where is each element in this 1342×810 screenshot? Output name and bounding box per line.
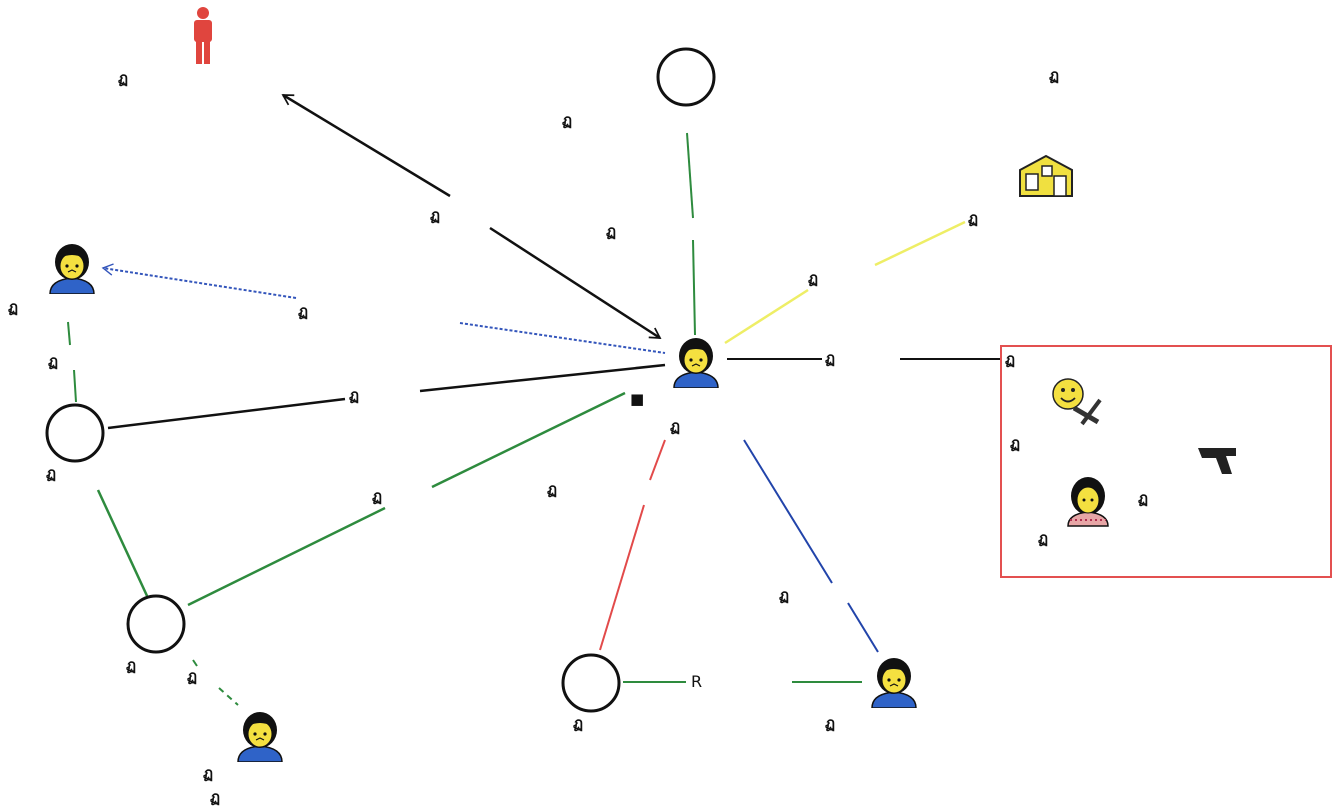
edge-label: ฏ [372, 487, 383, 505]
circle-node-left[interactable] [45, 403, 105, 463]
edge-arrow-center [489, 226, 662, 340]
node-label: ฏ [1138, 489, 1149, 507]
woman-avatar-icon[interactable] [237, 711, 283, 762]
woman-avatar-icon[interactable] [49, 243, 95, 294]
edge-yellow-a [724, 288, 809, 345]
edge-label: ฏ [187, 667, 198, 685]
edge-label: ฏ [825, 349, 836, 367]
house-icon[interactable] [1019, 154, 1073, 197]
woman-avatar-icon[interactable] [871, 657, 917, 708]
edge-green-left-down [96, 489, 150, 599]
edge-red-a [649, 439, 666, 481]
edge-label: ฏ [349, 386, 360, 404]
edge-label: R [691, 672, 703, 691]
node-label: ฏ [825, 714, 836, 732]
girl-avatar-icon[interactable] [1067, 477, 1109, 527]
edge-blue-b [847, 602, 879, 653]
standing-person-icon[interactable] [194, 7, 212, 64]
edge-green-diag-a [431, 391, 626, 489]
edge-green-diag-b [187, 506, 386, 607]
node-label: ฏ [126, 656, 137, 674]
edge-arrow-top-left [281, 93, 451, 198]
edge-green-top [686, 132, 694, 219]
edge-label: ฏ [48, 352, 59, 370]
node-label: ฏ [118, 69, 129, 87]
edge-green-dashed-bottom [192, 659, 198, 667]
node-label: ฏ [1049, 66, 1060, 84]
edge-green-left-b [73, 369, 77, 403]
edge-red-b [599, 504, 645, 651]
edge-green-top-b [692, 239, 696, 336]
edge-black-left [107, 397, 346, 430]
edge-blue-a [743, 439, 833, 584]
node-label: ฏ [562, 111, 573, 129]
edge-yellow-b [874, 220, 966, 267]
edge-label: ฏ [430, 206, 441, 224]
edge-black-left-b [419, 363, 666, 393]
edge-label: ฏ [968, 209, 979, 227]
edge-green-dashed-bottom-b [218, 687, 239, 706]
edge-label: ฏ [606, 222, 617, 240]
gun-icon[interactable] [1198, 448, 1236, 474]
node-label: ฏ [670, 417, 681, 435]
node-label: ฏ [1005, 350, 1016, 368]
node-label: ฏ [210, 788, 221, 806]
node-label: ฏ [46, 464, 57, 482]
edge-label: ฏ [547, 480, 558, 498]
woman-avatar-icon[interactable] [673, 337, 719, 388]
edge-label: ฏ [808, 269, 819, 287]
circle-node-bottom[interactable] [561, 653, 621, 713]
smiley-with-tools-icon[interactable] [1052, 378, 1102, 426]
group-box[interactable] [1000, 345, 1332, 578]
edge-green-left-a [67, 321, 71, 346]
node-label: ฏ [1038, 529, 1049, 547]
edge-blue-dotted-center [459, 322, 666, 354]
edge-blue-dotted-left [101, 263, 297, 299]
node-label: ฏ [203, 764, 214, 782]
circle-node-bottom-left[interactable] [126, 594, 186, 654]
node-label: ■ [630, 390, 645, 408]
node-label: ฏ [1010, 434, 1021, 452]
circle-node-top[interactable] [656, 47, 716, 107]
edge-label: ฏ [298, 302, 309, 320]
node-label: ฏ [573, 714, 584, 732]
edge-label: ฏ [779, 586, 790, 604]
node-label: ฏ [8, 298, 19, 316]
